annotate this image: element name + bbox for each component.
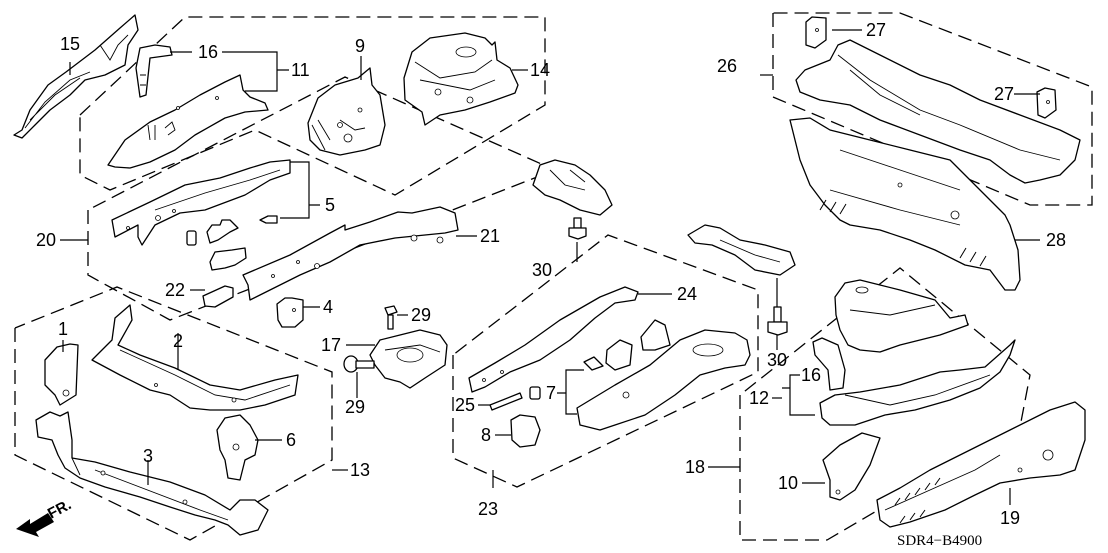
callout-22: 22 — [165, 280, 185, 300]
part-20-brackets — [186, 219, 247, 271]
part-16-gusset-top — [135, 44, 173, 98]
group-13-boundary — [14, 286, 333, 541]
part-21-frame-rail — [242, 206, 459, 301]
part-4-bracket — [276, 297, 304, 328]
part-1-bracket — [44, 343, 79, 406]
part-12-apron-lower — [819, 339, 1016, 426]
part-2-upper-crossmember — [91, 304, 299, 411]
bolt-30-right — [767, 306, 788, 336]
callout-30-right: 30 — [767, 350, 787, 370]
part-27-bracket-right — [1036, 87, 1057, 119]
part-9-apron-lower — [307, 67, 386, 156]
callout-27-right: 27 — [994, 84, 1014, 104]
part-19-frame-rail-rear — [876, 401, 1086, 528]
callout-27-left: 27 — [866, 20, 886, 40]
callout-20: 20 — [36, 230, 56, 250]
part-5-clip — [259, 215, 278, 224]
callout-4: 4 — [323, 297, 333, 317]
callout-7: 7 — [546, 383, 556, 403]
part-clip-small — [529, 386, 541, 400]
callout-28: 28 — [1046, 230, 1066, 250]
callout-13: 13 — [350, 460, 370, 480]
callout-16-top: 16 — [198, 42, 218, 62]
part-14-wheelhouse-upper — [403, 32, 519, 126]
callout-19: 19 — [1000, 508, 1020, 528]
part-6-bracket — [216, 414, 259, 481]
callout-2: 2 — [173, 331, 183, 351]
direction-indicator: FR. — [16, 496, 74, 537]
callout-21: 21 — [480, 226, 500, 246]
group-18-boundary — [739, 267, 1031, 541]
arrow-front-icon — [16, 513, 54, 537]
part-7-frame-rail — [576, 329, 751, 431]
callouts: 15 16 11 9 14 26 27 27 28 5 20 21 22 4 3… — [36, 20, 1066, 549]
callout-23: 23 — [478, 499, 498, 519]
part-16-gusset-lower — [812, 337, 846, 391]
part-7-clips — [583, 319, 671, 371]
callout-12: 12 — [749, 388, 769, 408]
part-8-bracket — [510, 414, 541, 448]
group-23-boundary — [452, 234, 759, 488]
part-27-bracket-left — [805, 16, 827, 49]
callout-30-upper: 30 — [532, 260, 552, 280]
callout-5: 5 — [325, 195, 335, 215]
callout-24: 24 — [677, 284, 697, 304]
part-25-reinforcement — [489, 392, 523, 411]
part-22-bracket — [202, 285, 234, 308]
part-17-engine-mount — [369, 329, 448, 389]
callout-11: 11 — [291, 60, 310, 80]
diagram-code: SDR4−B4900 — [897, 533, 982, 549]
part-10-bracket — [822, 432, 881, 501]
bolt-29-upper — [384, 305, 398, 330]
callout-29-upper: 29 — [411, 305, 431, 325]
leader-lines — [60, 29, 1040, 505]
callout-10: 10 — [778, 473, 798, 493]
callout-1: 1 — [58, 319, 68, 339]
callout-6: 6 — [286, 430, 296, 450]
callout-15: 15 — [60, 34, 80, 54]
part-5-frame-rail — [111, 159, 291, 246]
part-12-apron-upper — [834, 279, 969, 353]
part-30-bracket-upper — [532, 159, 613, 216]
part-11-wheelhouse — [107, 74, 269, 169]
part-26-upper-dashboard — [795, 39, 1081, 184]
part-28-dashboard-lower — [789, 117, 1021, 291]
part-3-lower-crossmember — [35, 411, 269, 536]
callout-17: 17 — [321, 335, 341, 355]
group-boundaries — [14, 12, 1093, 541]
callout-9: 9 — [355, 36, 365, 56]
callout-29-lower: 29 — [345, 397, 365, 417]
part-30-bracket-right — [687, 224, 796, 276]
callout-14: 14 — [530, 60, 550, 80]
callout-3: 3 — [143, 446, 153, 466]
group-11-14-boundary — [79, 16, 546, 196]
bolt-30-upper — [568, 217, 587, 240]
group-26-boundary — [772, 12, 1093, 206]
bolt-29-lower — [343, 355, 375, 373]
callout-16-lower: 16 — [801, 365, 821, 385]
part-15-pillar — [13, 14, 139, 139]
parts: FR. — [13, 14, 1086, 537]
part-24-frame-extension — [468, 286, 639, 393]
callout-26: 26 — [717, 56, 737, 76]
callout-18: 18 — [685, 457, 705, 477]
callout-25: 25 — [455, 395, 475, 415]
callout-8: 8 — [481, 425, 491, 445]
